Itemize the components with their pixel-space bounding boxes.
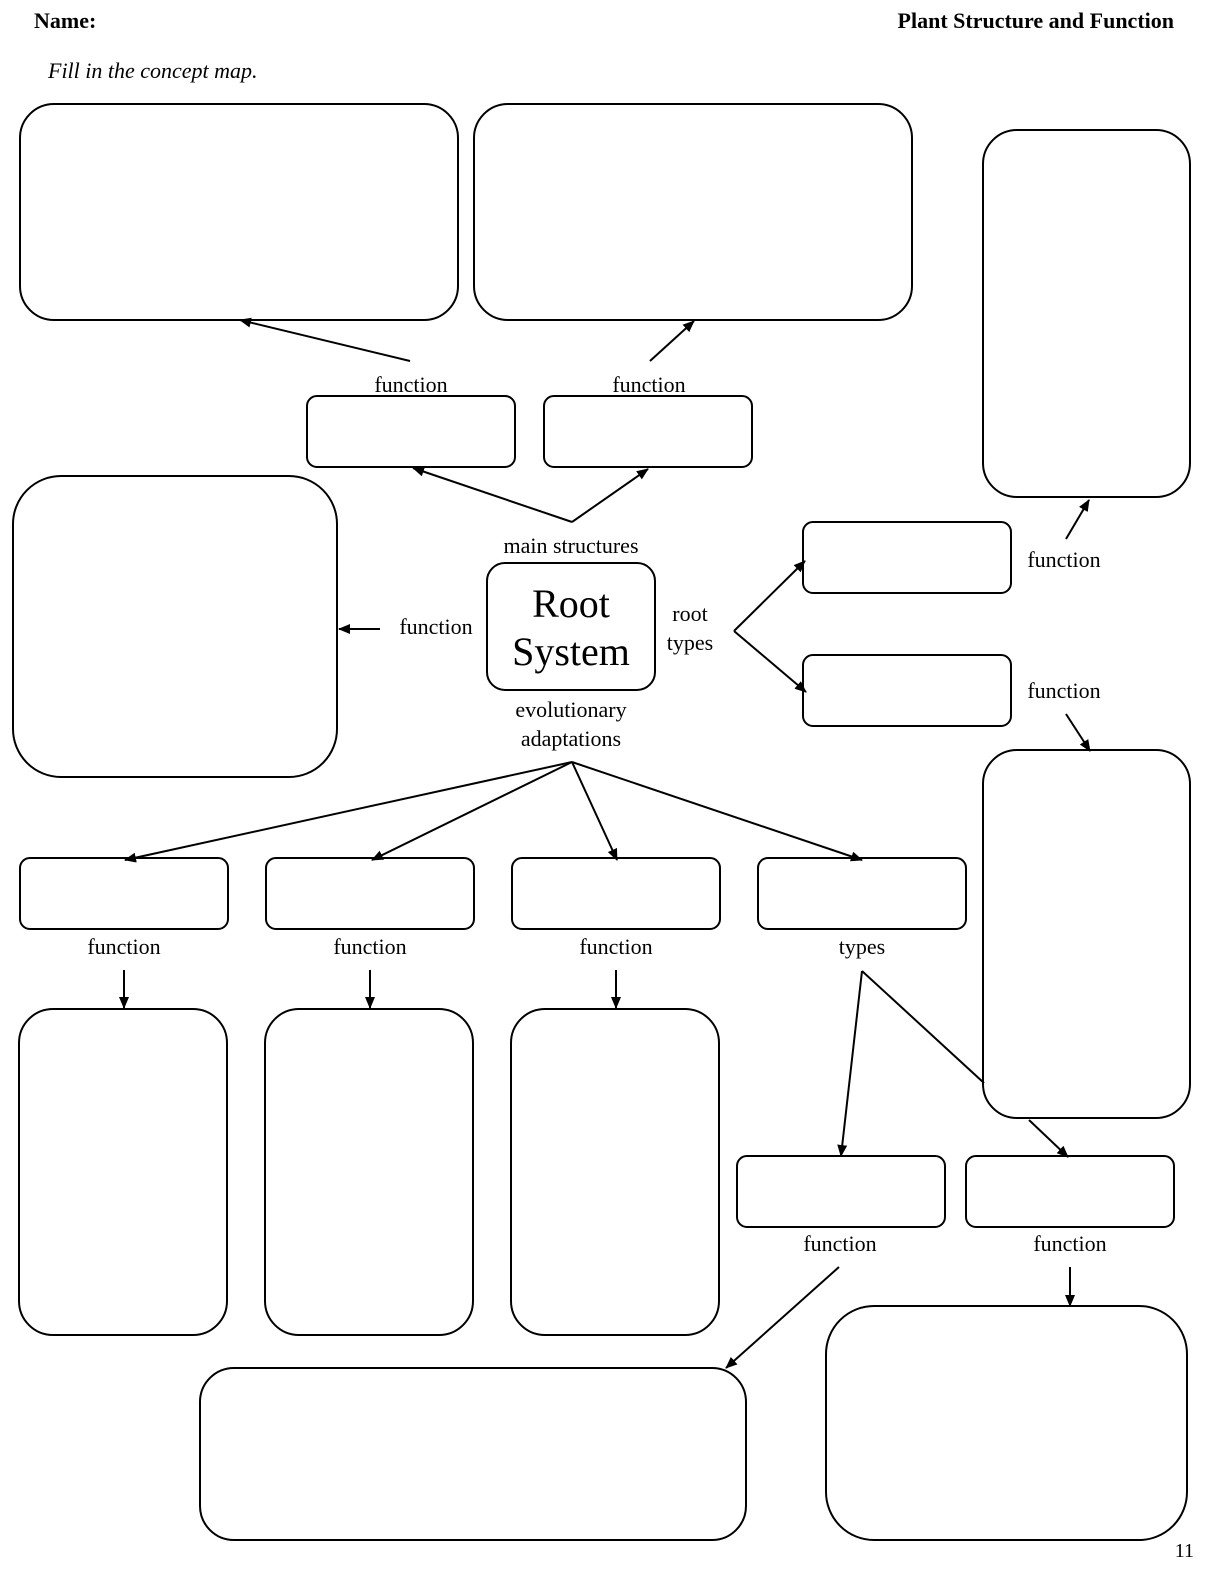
- label-function-right-lower: function: [1027, 678, 1100, 703]
- answer-box-top-middle[interactable]: [473, 103, 913, 321]
- arrow-root-type-2: [733, 630, 807, 693]
- arrow-main-to-structure-2: [571, 468, 649, 523]
- label-function-left: function: [399, 614, 472, 639]
- label-function-type-1: function: [803, 1231, 876, 1256]
- arrow-evo-to-adaptation-2: [371, 761, 573, 861]
- arrow-function-to-top-middle: [649, 320, 695, 362]
- label-function-adapt-2: function: [333, 934, 406, 959]
- answer-box-adaptation-3[interactable]: [511, 857, 721, 930]
- name-label: Name:: [34, 8, 97, 33]
- label-root-types-2: types: [667, 630, 713, 655]
- label-function-adapt-1: function: [87, 934, 160, 959]
- instructions: Fill in the concept map.: [48, 58, 258, 83]
- label-function-top-middle: function: [612, 372, 685, 397]
- arrow-types-to-type-2: [1028, 1119, 1069, 1158]
- arrow-root-type-1: [733, 560, 806, 632]
- answer-box-right-upper[interactable]: [982, 129, 1191, 498]
- arrow-function-to-right-lower: [1065, 713, 1091, 752]
- answer-box-left[interactable]: [12, 475, 338, 778]
- label-function-top-left: function: [374, 372, 447, 397]
- label-adaptations: adaptations: [521, 726, 621, 751]
- arrow-evo-to-adaptation-3: [571, 761, 618, 861]
- answer-box-function-2[interactable]: [264, 1008, 474, 1336]
- label-root-types-1: root: [672, 601, 707, 626]
- answer-box-bottom-right[interactable]: [825, 1305, 1188, 1541]
- answer-box-structure-1[interactable]: [306, 395, 516, 468]
- answer-box-right-lower[interactable]: [982, 749, 1191, 1119]
- arrow-function-to-right-upper: [1065, 499, 1090, 540]
- page-number: 11: [1174, 1540, 1194, 1562]
- answer-box-bottom-left[interactable]: [199, 1367, 747, 1541]
- answer-box-root-type-2[interactable]: [802, 654, 1012, 727]
- answer-box-function-1[interactable]: [18, 1008, 228, 1336]
- label-function-adapt-3: function: [579, 934, 652, 959]
- answer-box-adaptation-4[interactable]: [757, 857, 967, 930]
- label-evolutionary: evolutionary: [515, 697, 626, 722]
- answer-box-adaptation-1[interactable]: [19, 857, 229, 930]
- arrow-types-to-type-2-seg-a: [861, 970, 985, 1084]
- label-function-right-upper: function: [1027, 547, 1100, 572]
- root-system-box: [486, 562, 656, 691]
- answer-box-type-2[interactable]: [965, 1155, 1175, 1228]
- arrow-evo-to-adaptation-1: [124, 761, 573, 863]
- arrow-types-to-type-1: [837, 970, 863, 1157]
- root-system-line2: System: [512, 629, 630, 674]
- arrow-function-to-top-left: [239, 317, 411, 362]
- answer-box-root-type-1[interactable]: [802, 521, 1012, 594]
- answer-box-type-1[interactable]: [736, 1155, 946, 1228]
- arrow-evo-to-adaptation-4: [571, 761, 863, 862]
- answer-box-top-left[interactable]: [19, 103, 459, 321]
- label-function-type-2: function: [1033, 1231, 1106, 1256]
- label-main-structures: main structures: [503, 533, 638, 558]
- page-title: Plant Structure and Function: [897, 8, 1174, 33]
- label-types: types: [839, 934, 885, 959]
- answer-box-structure-2[interactable]: [543, 395, 753, 468]
- arrow-main-to-structure-1: [412, 466, 573, 523]
- answer-box-function-3[interactable]: [510, 1008, 720, 1336]
- answer-box-adaptation-2[interactable]: [265, 857, 475, 930]
- root-system-line1: Root: [532, 581, 610, 626]
- arrow-function-to-bottom-left: [725, 1266, 840, 1369]
